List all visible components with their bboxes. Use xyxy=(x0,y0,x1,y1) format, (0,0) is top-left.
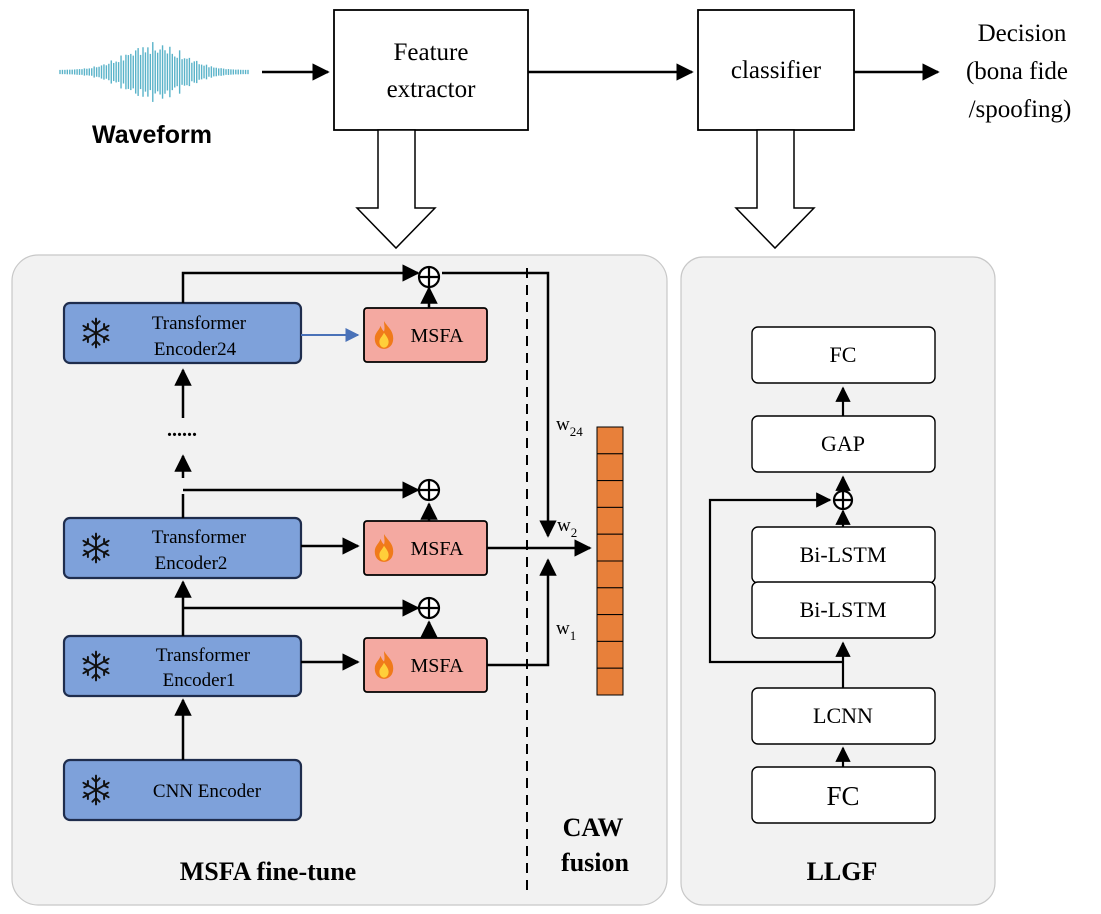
fc-top-label: FC xyxy=(830,342,857,367)
weight-vector-cell xyxy=(596,560,624,589)
extractor-expand-arrow xyxy=(355,129,437,250)
caw-weight-vector xyxy=(596,426,624,696)
sum-node-1 xyxy=(417,596,441,620)
msfa1-to-fusion xyxy=(487,558,557,667)
ellipsis-dots: ...... xyxy=(167,419,197,441)
classifier-expand-arrow xyxy=(734,129,816,250)
weight-w1: w1 xyxy=(556,618,576,643)
decision-label-line1: Decision xyxy=(978,20,1067,47)
encoder1-label-line1: Transformer xyxy=(156,645,251,666)
encoder24-label-line1: Transformer xyxy=(152,313,247,334)
bilstm-bottom-block xyxy=(751,581,936,639)
weight-vector-cell xyxy=(596,533,624,562)
msfa-label: MSFA xyxy=(411,655,465,677)
sum-node-2 xyxy=(417,478,441,502)
msfa-label: MSFA xyxy=(411,538,465,560)
msfa-label: MSFA xyxy=(411,325,465,347)
weight-vector-cell xyxy=(596,426,624,455)
msfa-block-24: MSFA xyxy=(363,307,488,363)
weight-vector-cell xyxy=(596,640,624,669)
weight-vector-cell xyxy=(596,453,624,482)
cnn-encoder-block: CNN Encoder xyxy=(62,758,303,822)
fc-top-block xyxy=(751,326,936,384)
lcnn-label: LCNN xyxy=(813,703,873,728)
weight-vector-cell xyxy=(596,587,624,616)
transformer-encoder24-block: Transformer Encoder24 xyxy=(62,301,303,365)
llgf-sum-node xyxy=(832,489,854,511)
bilstm-top-label: Bi-LSTM xyxy=(800,542,887,567)
caw-fusion-label-line2: fusion xyxy=(561,848,629,877)
transformer-encoder2-block: Transformer Encoder2 xyxy=(62,516,303,580)
feature-extractor-label-line1: Feature xyxy=(394,39,469,66)
msfa24-to-fusion xyxy=(442,271,557,538)
fc-bottom-label: FC xyxy=(826,781,859,811)
transformer-encoder1-block: Transformer Encoder1 xyxy=(62,634,303,698)
decision-label-line3: /spoofing) xyxy=(969,96,1072,123)
msfa-block-1: MSFA xyxy=(363,637,488,693)
weight-vector-cell xyxy=(596,614,624,642)
weight-vector-cell xyxy=(596,480,624,508)
classifier-label: classifier xyxy=(731,57,822,84)
gap-label: GAP xyxy=(821,431,865,456)
llgf-skip-connection xyxy=(708,492,843,664)
msfa-panel xyxy=(11,254,668,906)
weight-w24: w24 xyxy=(556,414,583,439)
weight-vector-cell xyxy=(596,667,624,696)
decision-label-line2: (bona fide xyxy=(966,58,1068,85)
sum-node-24 xyxy=(417,265,441,289)
caw-fusion-label-line1: CAW xyxy=(563,813,624,842)
bilstm-bottom-label: Bi-LSTM xyxy=(800,597,887,622)
feature-extractor-label-line2: extractor xyxy=(387,76,477,103)
encoder2-label-line2: Encoder2 xyxy=(155,553,228,574)
residual-tap-24 xyxy=(181,264,420,303)
waveform-graphic xyxy=(59,42,249,102)
weight-w2: w2 xyxy=(557,515,577,540)
feature-extractor-box xyxy=(333,9,529,131)
encoder1-label-line2: Encoder1 xyxy=(163,670,236,691)
encoder2-label-line1: Transformer xyxy=(152,527,247,548)
msfa-panel-title: MSFA fine-tune xyxy=(180,857,356,886)
weight-vector-cell xyxy=(596,506,624,535)
waveform-label: Waveform xyxy=(92,121,212,149)
msfa-block-2: MSFA xyxy=(363,520,488,576)
encoder24-label-line2: Encoder24 xyxy=(154,339,237,360)
llgf-panel-title: LLGF xyxy=(807,857,878,886)
cnn-encoder-label: CNN Encoder xyxy=(153,781,262,802)
